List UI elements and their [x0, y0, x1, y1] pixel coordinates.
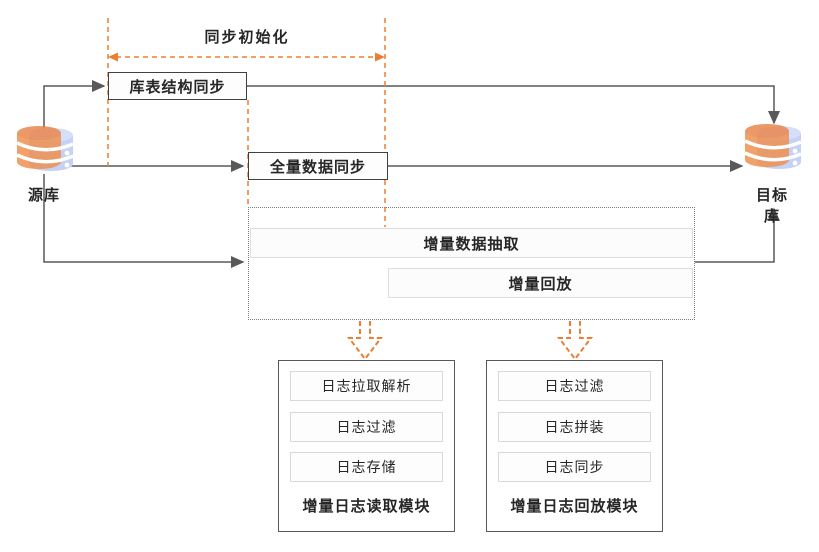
- arrowhead-right-icon: [375, 52, 385, 62]
- log-reader-module-title: 增量日志读取模块: [302, 498, 431, 515]
- target-database-icon: [744, 124, 802, 169]
- arrowhead-left-icon: [108, 52, 118, 62]
- sync-init-label: 同步初始化: [204, 29, 290, 46]
- dashed-down-arrow-left-icon: [346, 321, 384, 361]
- log-replay-item: 日志同步: [498, 452, 651, 482]
- source-database-icon: [16, 126, 74, 171]
- log-reader-item: 日志过滤: [290, 412, 443, 442]
- connector-source-to-schema-sync: [43, 80, 106, 130]
- log-reader-item: 日志存储: [290, 452, 443, 482]
- incremental-extract-box: 增量数据抽取: [250, 228, 693, 258]
- schema-sync-box: 库表结构同步: [108, 72, 247, 100]
- connector-schema-sync-to-target: [247, 85, 780, 125]
- source-db-label: 源库: [27, 187, 61, 204]
- log-reader-module: 日志拉取解析 日志过滤 日志存储 增量日志读取模块: [278, 360, 455, 532]
- connector-incremental-to-target: [695, 207, 780, 263]
- log-replay-item: 日志过滤: [498, 371, 651, 401]
- incremental-replay-box: 增量回放: [388, 268, 693, 298]
- full-sync-box: 全量数据同步: [248, 152, 388, 180]
- log-replay-item: 日志拼装: [498, 412, 651, 442]
- dashed-down-arrow-right-icon: [556, 321, 594, 361]
- connector-source-to-incremental: [43, 174, 245, 268]
- log-reader-item: 日志拉取解析: [290, 371, 443, 401]
- log-replay-module: 日志过滤 日志拼装 日志同步 增量日志回放模块: [486, 360, 663, 532]
- incremental-group-box: [248, 207, 695, 320]
- log-replay-module-title: 增量日志回放模块: [510, 498, 639, 515]
- target-db-label: 目标库: [755, 187, 788, 225]
